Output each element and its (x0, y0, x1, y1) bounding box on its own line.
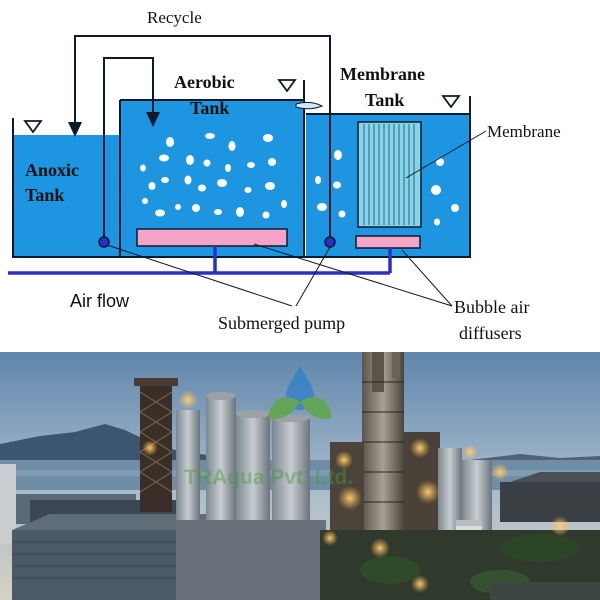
overflow-pipe (295, 101, 324, 110)
watermark-logo: TRAqua Pvt. Ltd. (184, 366, 353, 489)
plant-lights (142, 390, 570, 593)
membrane-label: Membrane (487, 122, 561, 141)
air-flow-pipe (8, 246, 392, 275)
industrial-plant-photo: TRAqua Pvt. Ltd. (0, 352, 600, 600)
submerged-pump-label: Submerged pump (218, 313, 345, 333)
submerged-pump-icon (98, 236, 110, 248)
membrane-module (357, 121, 422, 228)
bubble-air-diffusers-label: Bubble air (454, 297, 529, 317)
mbr-process-diagram: Recycle Anoxic Tank Aerobic Tank Membran… (8, 8, 561, 343)
air-bubbles (140, 133, 459, 226)
aerobic-tank-label: Tank (190, 98, 229, 118)
recycle-arrow-icon (146, 112, 160, 127)
membrane-tank-label: Tank (365, 90, 404, 110)
water-level-icon (441, 95, 461, 109)
air-flow-label: Air flow (70, 291, 130, 311)
recycle-lines (74, 35, 331, 240)
aerobic-diffuser (136, 228, 288, 247)
recycle-arrow-icon (68, 122, 82, 137)
leader-lines (106, 130, 487, 307)
submerged-pump-icon (324, 236, 336, 248)
silos (176, 392, 326, 600)
leaf-icon (300, 397, 332, 420)
water-level-icon (277, 79, 297, 93)
anoxic-tank-label: Tank (25, 185, 64, 205)
anoxic-tank-label: Anoxic (25, 160, 79, 180)
recycle-label: Recycle (147, 8, 202, 27)
tank-outlines (12, 80, 471, 258)
membrane-diffuser (355, 235, 421, 249)
bubble-air-diffusers-label: diffusers (459, 323, 522, 343)
watermark-text: TRAqua Pvt. Ltd. (184, 466, 353, 489)
water-level-icon (23, 120, 43, 134)
aerobic-tank-label: Aerobic (174, 72, 235, 92)
membrane-tank-label: Membrane (340, 64, 425, 84)
leaf-icon (268, 397, 300, 420)
water-level-icons (23, 79, 461, 134)
